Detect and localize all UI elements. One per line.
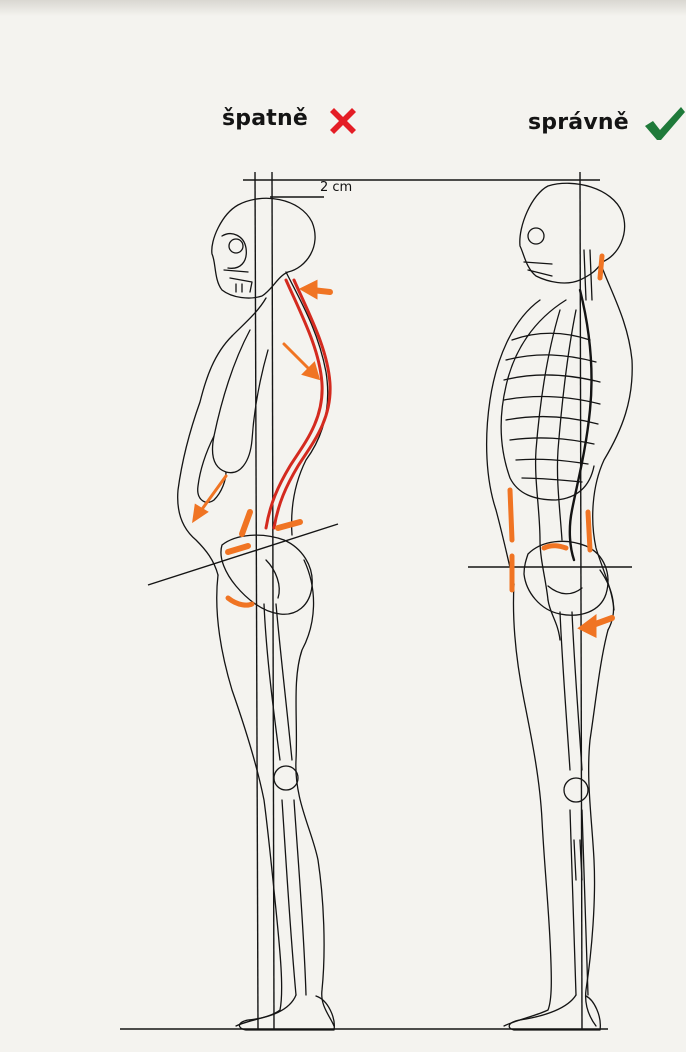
foot-wrong (239, 995, 334, 1030)
leg-back-outline-wrong (296, 560, 334, 1026)
tibia-wrong (282, 800, 306, 995)
head-outline-wrong (212, 198, 315, 298)
head-outline-correct (520, 183, 625, 283)
skull-face-wrong (222, 234, 252, 292)
femur-wrong (264, 604, 292, 760)
cross-icon (326, 104, 360, 138)
tibia-correct (570, 810, 588, 995)
pelvis-correct (524, 541, 608, 615)
figure-correct-posture (487, 183, 633, 1030)
torso-front-wrong (178, 336, 232, 575)
correct-posture-label: správně (528, 110, 629, 135)
reference-lines (120, 172, 632, 1030)
spine-wrong (266, 280, 330, 528)
foot-correct (509, 995, 600, 1030)
back-outline-correct (593, 262, 632, 610)
arm-correct (536, 310, 576, 600)
wrong-posture-label: špatně (222, 106, 308, 131)
leg-front-outline-correct (504, 584, 551, 1026)
check-icon (643, 104, 686, 142)
femur-correct (560, 612, 582, 770)
plumb-line-wrong-left (255, 172, 258, 1030)
leg-back-outline-correct (586, 630, 608, 1026)
scale-label: 2 cm (320, 180, 352, 195)
leg-front-outline-wrong (217, 575, 282, 1026)
plumb-line-wrong-right (272, 172, 274, 1030)
arm-wrong (213, 330, 269, 473)
